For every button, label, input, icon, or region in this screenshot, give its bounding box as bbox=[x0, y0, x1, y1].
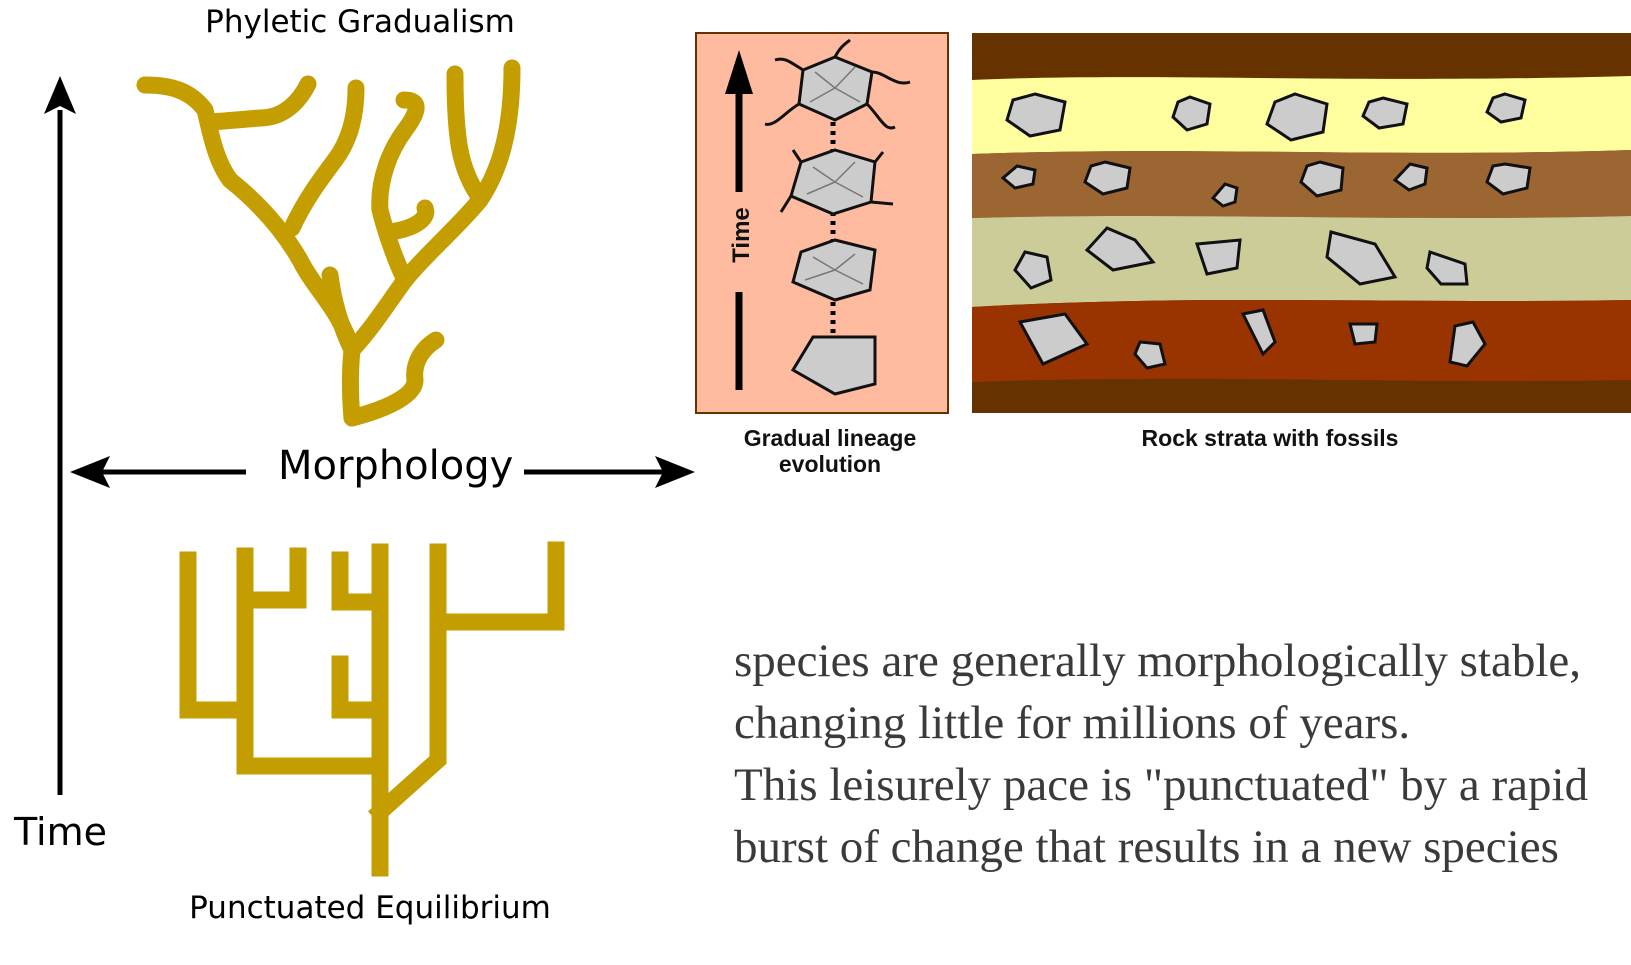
punctuated-title: Punctuated Equilibrium bbox=[170, 890, 570, 926]
explanation-line: changing little for millions of years. bbox=[734, 692, 1631, 754]
explanation-line: species are generally morphologically st… bbox=[734, 630, 1631, 692]
strata-panel bbox=[972, 33, 1631, 413]
time-axis-arrowhead bbox=[44, 76, 76, 114]
explanation-text: species are generally morphologically st… bbox=[734, 630, 1631, 878]
gradualism-tree bbox=[145, 68, 512, 418]
fossil-illustration bbox=[695, 32, 1631, 417]
time-axis-label: Time bbox=[14, 810, 107, 854]
lineage-time-label: Time bbox=[729, 205, 755, 265]
punctuated-tree bbox=[188, 550, 556, 868]
gradualism-title: Phyletic Gradualism bbox=[180, 4, 540, 40]
strata-caption: Rock strata with fossils bbox=[1060, 425, 1480, 451]
explanation-line: burst of change that results in a new sp… bbox=[734, 816, 1631, 878]
explanation-line: This leisurely pace is "punctuated" by a… bbox=[734, 754, 1631, 816]
lineage-caption: Gradual lineage evolution bbox=[715, 425, 945, 477]
morphology-axis-label: Morphology bbox=[278, 443, 513, 489]
